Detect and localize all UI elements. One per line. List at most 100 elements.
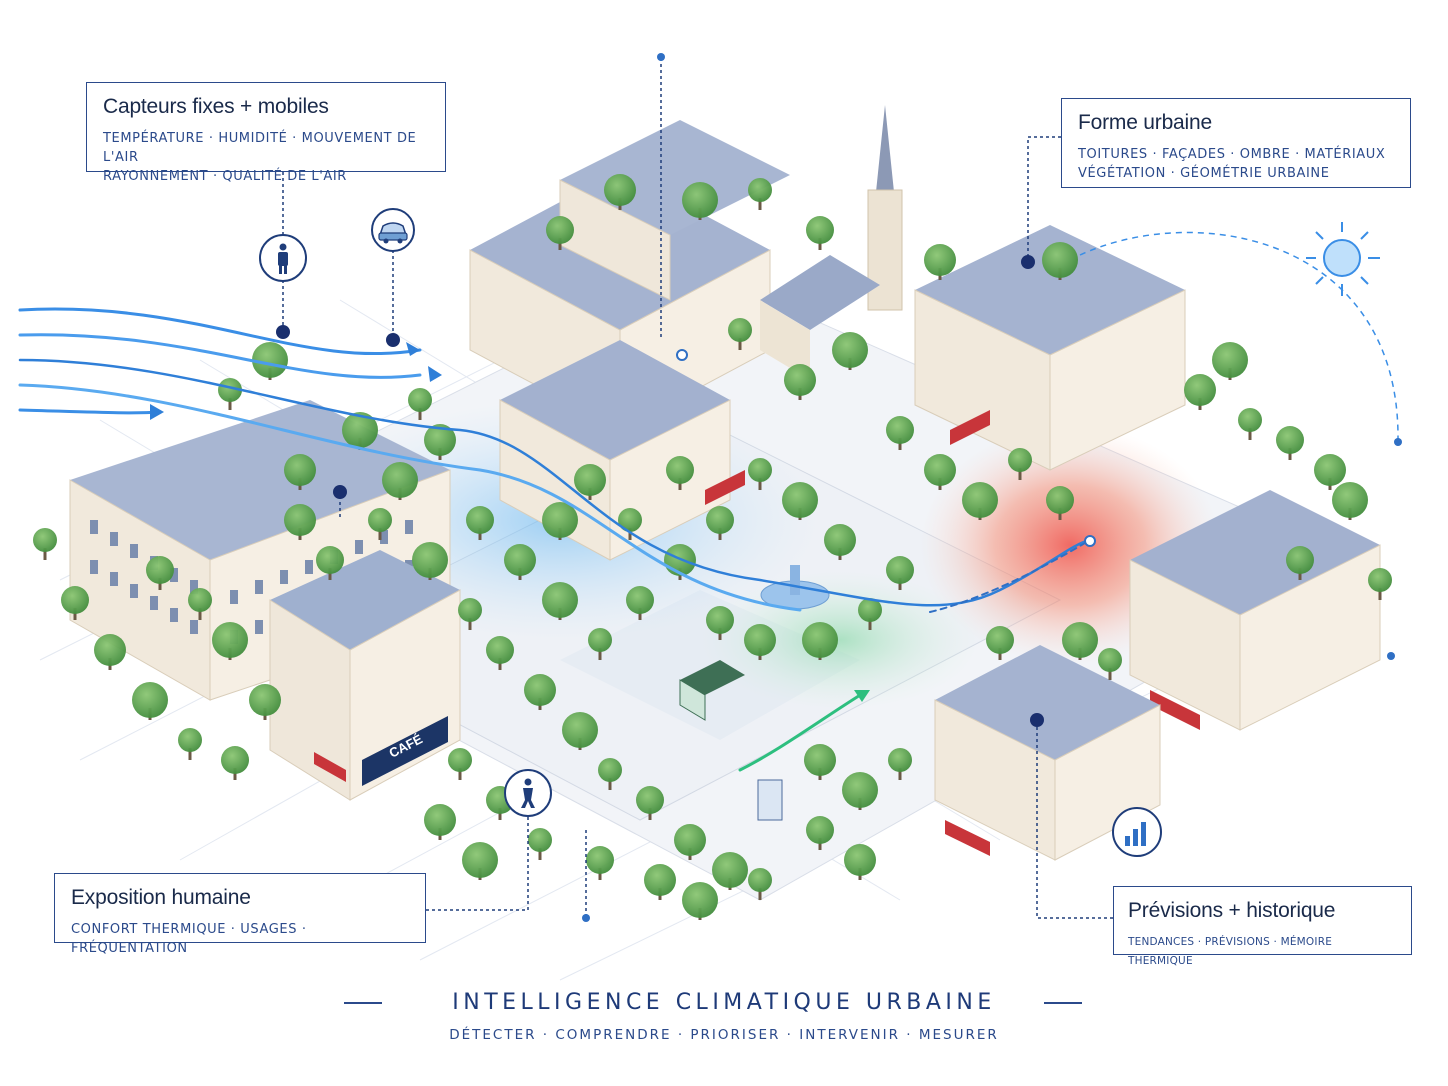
building-block-south bbox=[934, 645, 1161, 861]
pedestrian-icon bbox=[504, 769, 552, 817]
tree bbox=[924, 454, 956, 486]
tree bbox=[674, 824, 706, 856]
human-exposure-callout: Exposition humaine CONFORT THERMIQUE · U… bbox=[54, 873, 426, 956]
tree bbox=[408, 388, 432, 412]
tree bbox=[784, 364, 816, 396]
street-trees bbox=[33, 174, 1392, 920]
sensors-callout-title: Capteurs fixes + mobiles bbox=[103, 95, 329, 118]
tree bbox=[748, 178, 772, 202]
tree bbox=[221, 746, 249, 774]
footer-rule-right bbox=[1044, 1002, 1082, 1004]
building-block-cafe: CAFÉ bbox=[269, 550, 461, 801]
tree bbox=[644, 864, 676, 896]
tree-trunk bbox=[738, 338, 742, 350]
tree-trunk bbox=[608, 778, 612, 790]
tree-trunk bbox=[43, 548, 47, 560]
tree bbox=[924, 244, 956, 276]
tree bbox=[33, 528, 57, 552]
tree bbox=[424, 804, 456, 836]
green-cool-zone bbox=[700, 570, 980, 710]
building-block-southeast bbox=[1129, 490, 1381, 731]
sensors-callout-line2: RAYONNEMENT · QUALITÉ DE L'AIR bbox=[103, 169, 347, 184]
tree bbox=[1238, 408, 1262, 432]
tree bbox=[458, 598, 482, 622]
tree bbox=[1042, 242, 1078, 278]
urban-form-callout-line2: VÉGÉTATION · GÉOMÉTRIE URBAINE bbox=[1078, 166, 1330, 181]
tree bbox=[218, 378, 242, 402]
tree bbox=[804, 744, 836, 776]
footer-title: INTELLIGENCE CLIMATIQUE URBAINE bbox=[452, 990, 996, 1015]
tree bbox=[462, 842, 498, 878]
tree bbox=[1098, 648, 1122, 672]
tree bbox=[626, 586, 654, 614]
tree-trunk bbox=[458, 768, 462, 780]
tree bbox=[728, 318, 752, 342]
tree bbox=[744, 624, 776, 656]
tree bbox=[712, 852, 748, 888]
tree-trunk bbox=[758, 888, 762, 900]
human-exposure-callout-title: Exposition humaine bbox=[71, 886, 251, 909]
tree bbox=[284, 504, 316, 536]
tree bbox=[466, 506, 494, 534]
tree-trunk bbox=[188, 748, 192, 760]
tree bbox=[618, 508, 642, 532]
footer-rule-left bbox=[344, 1002, 382, 1004]
tree bbox=[412, 542, 448, 578]
tree-trunk bbox=[898, 768, 902, 780]
tree-trunk bbox=[758, 478, 762, 490]
tree bbox=[1046, 486, 1074, 514]
tree-trunk bbox=[1018, 468, 1022, 480]
tree bbox=[586, 846, 614, 874]
urban-form-callout-title: Forme urbaine bbox=[1078, 111, 1212, 134]
tree bbox=[574, 464, 606, 496]
tree bbox=[524, 674, 556, 706]
tree bbox=[588, 628, 612, 652]
tree-trunk bbox=[468, 618, 472, 630]
footer-subtitle: DÉTECTER · COMPRENDRE · PRIORISER · INTE… bbox=[449, 1027, 999, 1043]
tree-trunk bbox=[758, 198, 762, 210]
tree bbox=[132, 682, 168, 718]
tree bbox=[188, 588, 212, 612]
forecast-callout: Prévisions + historique TENDANCES · PRÉV… bbox=[1113, 886, 1412, 967]
tree bbox=[886, 416, 914, 444]
forecast-callout-title: Prévisions + historique bbox=[1128, 899, 1336, 922]
tree bbox=[598, 758, 622, 782]
tree-trunk bbox=[628, 528, 632, 540]
tree bbox=[832, 332, 868, 368]
tree bbox=[962, 482, 998, 518]
tree bbox=[252, 342, 288, 378]
tree bbox=[844, 844, 876, 876]
tree bbox=[146, 556, 174, 584]
forecast-callout-line1: TENDANCES · PRÉVISIONS · MÉMOIRE THERMIQ… bbox=[1128, 936, 1333, 967]
tree bbox=[802, 622, 838, 658]
tree bbox=[1286, 546, 1314, 574]
urban-form-callout-line1: TOITURES · FAÇADES · OMBRE · MATÉRIAUX bbox=[1078, 147, 1386, 162]
tree bbox=[249, 684, 281, 716]
tree bbox=[682, 882, 718, 918]
tree-trunk bbox=[538, 848, 542, 860]
tree bbox=[1008, 448, 1032, 472]
tree bbox=[61, 586, 89, 614]
tree-trunk bbox=[198, 608, 202, 620]
tree bbox=[986, 626, 1014, 654]
tree-trunk bbox=[378, 528, 382, 540]
tree bbox=[424, 424, 456, 456]
tree bbox=[542, 582, 578, 618]
tree bbox=[806, 816, 834, 844]
tree-trunk bbox=[598, 648, 602, 660]
tree bbox=[886, 556, 914, 584]
tree bbox=[706, 506, 734, 534]
tree bbox=[1332, 482, 1368, 518]
tree-trunk bbox=[1108, 668, 1112, 680]
tree bbox=[1184, 374, 1216, 406]
tree bbox=[542, 502, 578, 538]
bus-shelter bbox=[757, 779, 783, 821]
tree bbox=[682, 182, 718, 218]
tree bbox=[888, 748, 912, 772]
tree bbox=[342, 412, 378, 448]
sun-icon bbox=[1306, 222, 1380, 296]
tree bbox=[528, 828, 552, 852]
human-exposure-callout-line1: CONFORT THERMIQUE · USAGES · FRÉQUENTATI… bbox=[71, 922, 307, 956]
tree bbox=[806, 216, 834, 244]
tree-trunk bbox=[1378, 588, 1382, 600]
